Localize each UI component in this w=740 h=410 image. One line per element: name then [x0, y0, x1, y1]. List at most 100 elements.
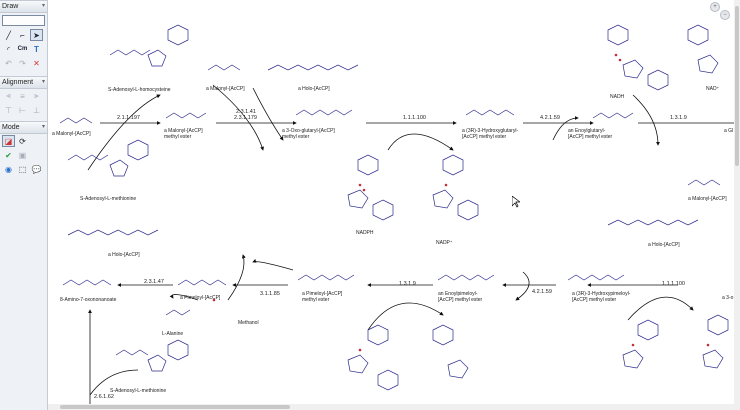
compound-label: an Enoylglutaryl-: [568, 128, 606, 134]
arc-tool-icon[interactable]: ◜: [6, 44, 11, 54]
delete-icon[interactable]: ✕: [33, 58, 40, 68]
draw-title: Draw: [2, 3, 19, 10]
molecule-sam-bottom-purine: [167, 339, 189, 361]
cofactor-arrow: [169, 294, 199, 301]
cofactor-arrow: [227, 254, 246, 301]
enzyme-ec-label[interactable]: 2.3.1.47: [144, 279, 164, 285]
molecule-nadh-ribose: [622, 59, 644, 79]
enzyme-ec-label[interactable]: 1.3.1.9: [670, 115, 687, 121]
cofactor-arrow: [252, 258, 294, 271]
align-left-icon[interactable]: ⫷: [6, 91, 11, 100]
molecule-nadph-adenine: [372, 199, 394, 221]
alignment-section-header[interactable]: Alignment ▾: [0, 76, 47, 89]
zoom-out-icon[interactable]: −: [720, 10, 730, 20]
pin-icon[interactable]: ▾: [41, 3, 45, 9]
redo-icon[interactable]: ↷: [19, 58, 26, 68]
compound-label: a Malonyl-[AcCP]: [52, 131, 91, 137]
text-tool-button[interactable]: T: [34, 44, 39, 54]
molecule-sah: [109, 49, 151, 56]
compound-label: a Malonyl-[AcCP]: [206, 86, 245, 92]
enzyme-ec-label[interactable]: 3.1.1.85: [260, 291, 280, 297]
cofactor-arrow: [552, 116, 579, 141]
horizontal-scrollbar[interactable]: [48, 404, 740, 410]
alignment-title: Alignment: [2, 79, 34, 86]
comment-mode-icon[interactable]: 💬: [31, 164, 42, 174]
enzyme-ec-label[interactable]: 1.3.1.9: [399, 281, 416, 287]
molecule-sah-ring: [147, 49, 167, 67]
enzyme-ec-label[interactable]: 2.6.1.62: [94, 394, 114, 400]
compound-label: S-Adenosyl-L-methionine: [80, 196, 137, 202]
vertical-scroll-thumb[interactable]: [735, 6, 739, 166]
compound-label: [AcCP] methyl ester: [568, 134, 613, 140]
align-top-icon[interactable]: ⊤: [5, 105, 12, 115]
align-center-icon[interactable]: ≡: [20, 91, 25, 101]
molecule-nadp-bottom: [432, 324, 454, 346]
step-tool-icon[interactable]: ⌐: [20, 30, 25, 40]
molecule-sam-purine: [127, 139, 149, 161]
compound-label: methyl ester: [164, 134, 192, 140]
molecule-nadph-nicotinamide: [357, 154, 379, 176]
molecule-holo-acp: [267, 64, 359, 71]
undo-icon[interactable]: ↶: [5, 58, 12, 68]
draw-section-header[interactable]: Draw ▾: [0, 0, 47, 13]
molecule-nadp-right-bottom-ribose: [702, 349, 724, 369]
horizontal-scroll-thumb[interactable]: [60, 405, 290, 409]
zoom-in-icon[interactable]: +: [710, 2, 720, 12]
molecule-nad-adenine: [697, 54, 719, 74]
molecule-nad-nicotinamide: [687, 24, 709, 46]
mouse-cursor-icon: [512, 196, 520, 208]
compound-label: [AcCP] methyl ester: [572, 297, 617, 303]
molecule-alanine: [165, 309, 191, 316]
compound-label: a 3-Oxo-glutaryl-[AcCP]: [282, 128, 335, 134]
align-bottom-icon[interactable]: ⊥: [33, 105, 40, 115]
accept-icon[interactable]: ✔: [5, 150, 12, 160]
pointer-tool-icon[interactable]: ➤: [30, 29, 43, 41]
compound-label: a Pimeloyl-[AcCP]: [180, 295, 221, 301]
pin-icon[interactable]: ▾: [41, 79, 45, 85]
compound-label: [AcCP] methyl ester: [462, 134, 507, 140]
enzyme-ec-label[interactable]: 1.1.1.100: [403, 115, 426, 121]
enzyme-ec-label[interactable]: 2.3.1.41: [236, 109, 256, 115]
molecule-sam-bottom: [115, 349, 149, 356]
lasso-mode-icon[interactable]: ⟳: [19, 136, 26, 146]
compound-label: a Gl: [724, 128, 734, 134]
compound-label: L-Alanine: [162, 331, 184, 337]
molecule-amino-oxononanoate: [62, 279, 112, 286]
mode-title: Mode: [2, 124, 20, 131]
align-right-icon[interactable]: ⫸: [34, 91, 39, 100]
pathway-canvas[interactable]: a Malonyl-[AcCP] S-Adenosyl-L-homocystei…: [48, 0, 740, 410]
cofactor-arrow: [515, 271, 530, 301]
enzyme-ec-label[interactable]: 4.2.1.59: [532, 289, 552, 295]
pin-icon[interactable]: ▾: [41, 124, 45, 130]
marquee-select-icon[interactable]: ⬚: [18, 164, 27, 174]
draw-color-selector[interactable]: [2, 15, 45, 26]
compound-label: Methanol: [238, 320, 259, 326]
enzyme-ec-label[interactable]: 2.1.1.197: [117, 115, 140, 121]
compound-label: NADH: [610, 94, 625, 100]
edit-mode-icon[interactable]: ◪: [2, 135, 15, 147]
compound-label: NADP⁺: [436, 240, 453, 246]
lock-icon[interactable]: ▣: [18, 150, 27, 160]
molecule-nadp-ribose: [432, 189, 454, 209]
align-middle-icon[interactable]: ⊢: [19, 105, 26, 115]
vertical-scrollbar[interactable]: [734, 0, 740, 404]
cofactor-arrow: [89, 369, 139, 396]
molecule-nadp-adenine: [457, 199, 479, 221]
molecule-holo-acp-left: [67, 229, 159, 236]
compound-label: a Holo-[AcCP]: [648, 242, 680, 248]
node-mode-icon[interactable]: ◉: [5, 164, 12, 174]
compound-label: a 3-o: [722, 295, 734, 301]
compound-label: a Malonyl-[AcCP]: [164, 128, 203, 134]
enzyme-ec-label[interactable]: 4.2.1.59: [540, 115, 560, 121]
enzyme-ec-label[interactable]: 2.3.1.179: [234, 115, 257, 121]
molecule-nadph-ribose: [347, 189, 369, 209]
molecule-pimeloyl-ester: [297, 274, 355, 281]
enzyme-ec-label[interactable]: 1.1.1.100: [662, 281, 685, 287]
molecule-sam-bottom-ring: [147, 354, 167, 372]
line-tool-icon[interactable]: ╱: [6, 30, 11, 40]
molecule-nadp-nicotinamide: [442, 154, 464, 176]
text-cm-tool-button[interactable]: Cm: [17, 46, 28, 52]
molecule-enoylpimeloyl: [437, 274, 495, 281]
cofactor-arrow: [252, 87, 284, 141]
mode-section-header[interactable]: Mode ▾: [0, 121, 47, 134]
